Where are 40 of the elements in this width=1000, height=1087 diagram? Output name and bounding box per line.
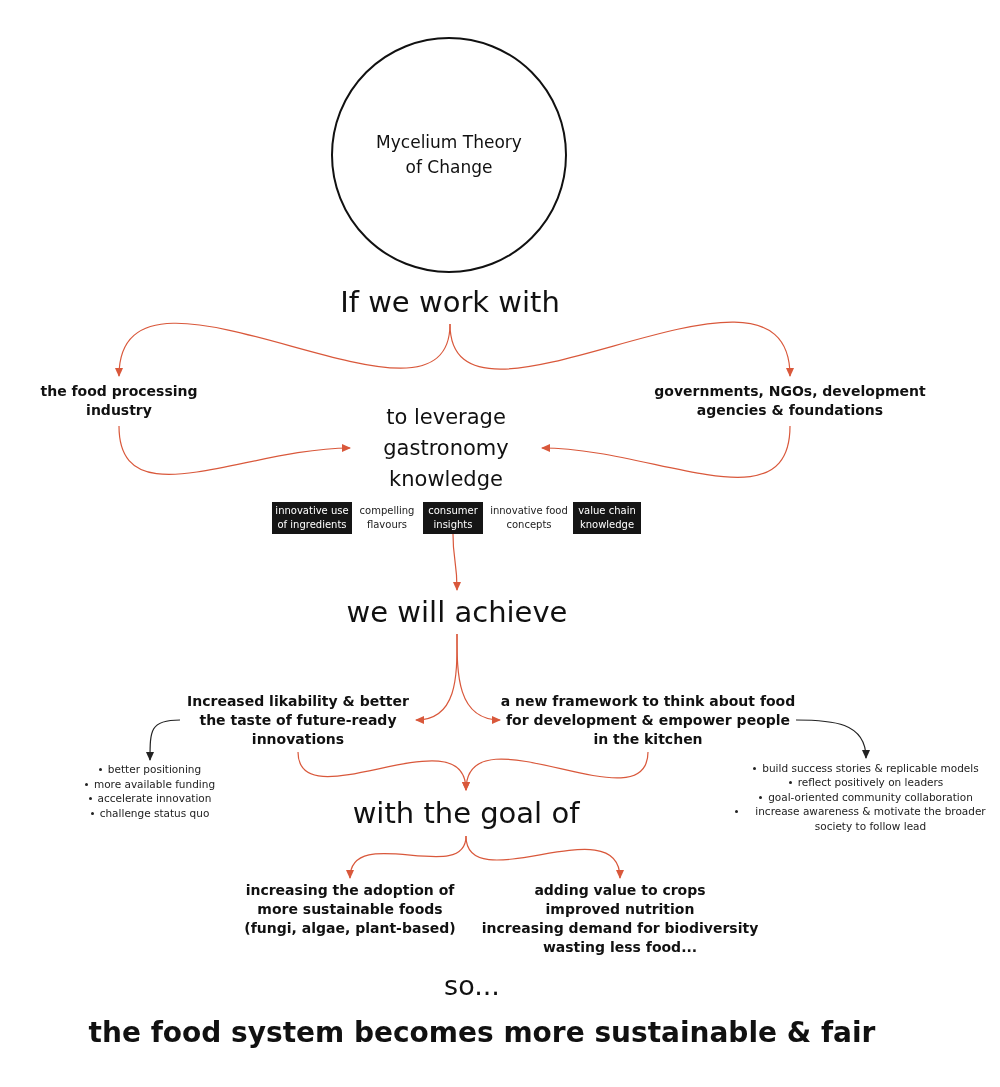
- heading-text: with the goal of: [330, 790, 602, 836]
- list-item: more available funding: [93, 776, 216, 791]
- keyword-text: innovative food concepts: [486, 502, 572, 534]
- heading-text: we will achieve: [320, 590, 594, 634]
- connector-arrow: [465, 835, 623, 879]
- connector-arrow: [347, 835, 467, 879]
- statement-text: the food processing industry: [14, 376, 224, 426]
- conclusion-text: so...: [443, 969, 501, 1003]
- statement-text: Increased likability & better the taste of future-ready innovations: [180, 688, 416, 752]
- list-item: build success stories & replicable models: [762, 760, 979, 776]
- connector-arrow: [452, 533, 461, 591]
- statement-text: increasing demand for biodiversity: [481, 919, 759, 938]
- connector-arrow: [463, 751, 649, 791]
- keyword-tag: innovative use of ingredients: [272, 502, 352, 534]
- list-item: goal-oriented community collaboration: [768, 789, 973, 805]
- title-text: Mycelium Theory of Change: [375, 131, 523, 179]
- outcome-text: the food system becomes more sustainable & fair: [87, 1015, 877, 1051]
- list-item: reflect positively on leaders: [797, 775, 944, 790]
- connector-arrow: [116, 322, 451, 377]
- list-item: increase awareness & motivate the broader society to follow lead: [754, 804, 987, 834]
- list-item: better positioning: [107, 762, 202, 777]
- statement-text: improved nutrition: [545, 900, 695, 919]
- keyword-tag: value chain knowledge: [573, 502, 641, 534]
- statement-text: a new framework to think about food for development & empower people in the kitchen: [500, 688, 796, 752]
- connector-arrow: [541, 425, 791, 478]
- statement-text: wasting less food...: [542, 938, 698, 957]
- keyword-text: compelling flavours: [354, 502, 420, 534]
- list-item: accelerate innovation: [97, 791, 212, 806]
- connector-arrow: [118, 425, 351, 475]
- connector-arrow: [449, 321, 793, 377]
- connector-arrow: [795, 719, 870, 759]
- statement-text: adding value to crops: [534, 881, 706, 900]
- connector-arrow: [456, 633, 501, 724]
- connector-arrow: [146, 719, 181, 761]
- keyword-tag: consumer insights: [423, 502, 483, 534]
- statement-text: increasing the adoption of more sustainable foods (fungi, algae, plant-based): [230, 878, 470, 940]
- heading-text: If we work with: [290, 280, 610, 324]
- subheading-text: to leverage gastronomy knowledge: [350, 398, 542, 498]
- list-item: challenge status quo: [99, 805, 210, 820]
- statement-text: governments, NGOs, development agencies & foundations: [620, 376, 960, 426]
